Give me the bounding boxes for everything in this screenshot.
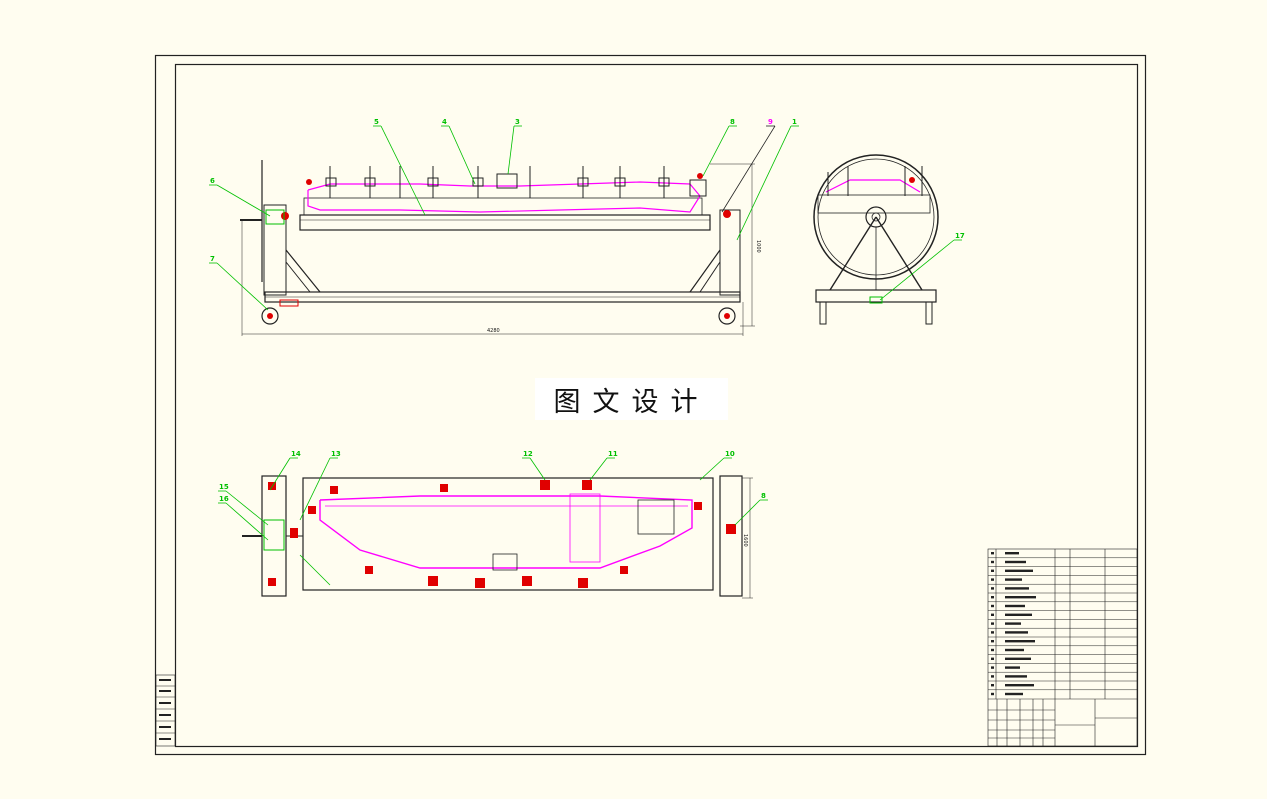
parts-row-text-bar — [1005, 578, 1022, 581]
parts-row-index-mark — [991, 666, 994, 669]
dim-length: 4280 — [487, 328, 500, 334]
callout-7: 7 — [210, 255, 215, 263]
parts-row-index-mark — [991, 587, 994, 590]
callout-8-side: 8 — [730, 118, 735, 126]
parts-row-text-bar — [1005, 552, 1019, 555]
parts-row-index-mark — [991, 622, 994, 625]
parts-row-index-mark — [991, 596, 994, 599]
parts-row-index-mark — [991, 613, 994, 616]
dim-height: 1000 — [755, 240, 761, 253]
parts-row-text-bar — [1005, 622, 1021, 625]
side-view: 4280 1000 5 4 3 8 9 1 6 7 — [209, 118, 799, 336]
callout-12: 12 — [523, 450, 533, 458]
dim-width: 1600 — [742, 534, 748, 547]
parts-list-rows — [988, 552, 1137, 696]
parts-row-text-bar — [1005, 613, 1032, 616]
callout-5: 5 — [374, 118, 379, 126]
plan-view: 1600 14 13 12 11 10 15 16 8 — [218, 450, 768, 599]
parts-row-text-bar — [1005, 692, 1023, 696]
parts-row-text-bar — [1005, 604, 1025, 608]
callout-1: 1 — [792, 118, 797, 126]
callout-13: 13 — [331, 450, 341, 458]
inner-border — [174, 63, 1139, 748]
outer-border — [154, 54, 1147, 756]
callout-16: 16 — [219, 495, 229, 503]
parts-row-text-bar — [1005, 560, 1026, 564]
parts-row-index-mark — [991, 640, 994, 643]
watermark-text: 图文设计 — [535, 378, 728, 420]
parts-row-index-mark — [991, 569, 994, 572]
callout-15: 15 — [219, 483, 229, 491]
parts-row-index-mark — [991, 657, 994, 660]
end-view: 17 — [813, 154, 965, 325]
parts-row-index-mark — [991, 684, 994, 687]
parts-row-text-bar — [1005, 640, 1035, 643]
left-margin-table — [155, 674, 176, 747]
callout-3: 3 — [515, 118, 520, 126]
parts-row-text-bar — [1005, 666, 1020, 669]
parts-row-index-mark — [991, 631, 994, 634]
callout-9: 9 — [768, 118, 773, 126]
callout-11: 11 — [608, 450, 618, 458]
callout-17: 17 — [955, 232, 965, 240]
parts-row-index-mark — [991, 692, 994, 696]
callout-6: 6 — [210, 177, 215, 185]
parts-row-text-bar — [1005, 631, 1028, 634]
parts-row-text-bar — [1005, 657, 1031, 660]
callout-14: 14 — [291, 450, 301, 458]
parts-row-text-bar — [1005, 587, 1029, 590]
parts-row-index-mark — [991, 604, 994, 608]
callout-4: 4 — [442, 118, 447, 126]
parts-row-index-mark — [991, 648, 994, 652]
callout-8-plan: 8 — [761, 492, 766, 500]
parts-row-index-mark — [991, 675, 994, 678]
parts-row-text-bar — [1005, 675, 1027, 678]
parts-row-text-bar — [1005, 684, 1034, 687]
parts-row-index-mark — [991, 578, 994, 581]
parts-row-text-bar — [1005, 596, 1036, 599]
parts-row-index-mark — [991, 560, 994, 564]
title-block — [987, 548, 1138, 747]
parts-row-text-bar — [1005, 569, 1033, 572]
parts-row-index-mark — [991, 552, 994, 555]
callout-10: 10 — [725, 450, 735, 458]
parts-row-text-bar — [1005, 648, 1024, 652]
